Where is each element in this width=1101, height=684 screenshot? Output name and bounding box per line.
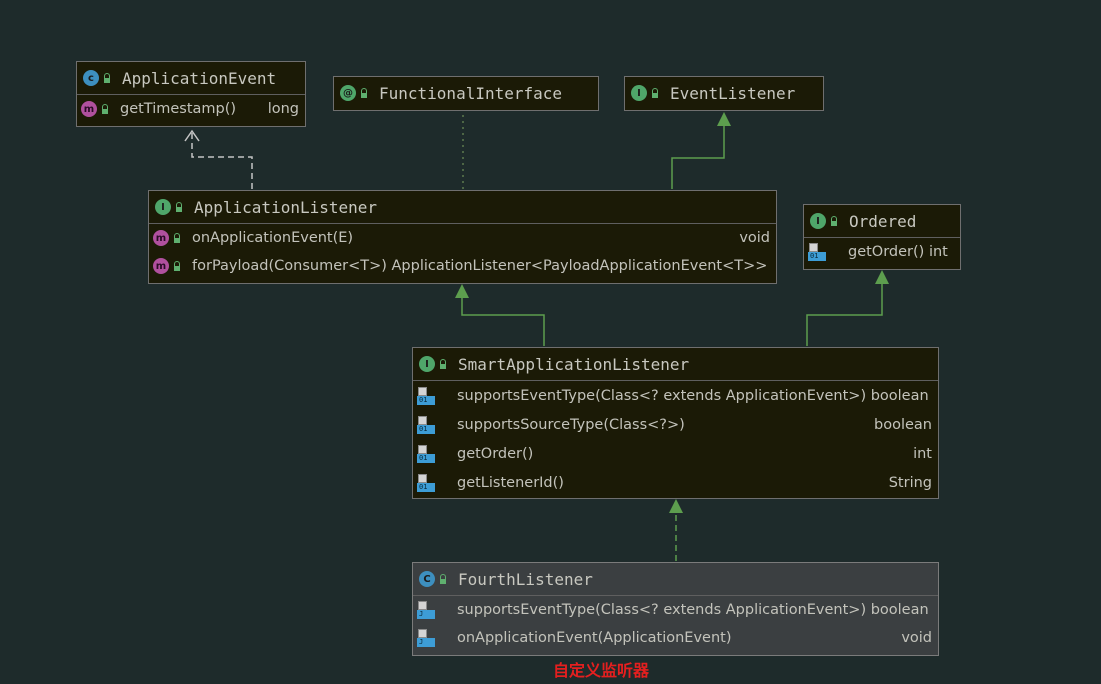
extends-arrowhead: [717, 112, 731, 126]
node-header: @ FunctionalInterface: [334, 77, 598, 109]
annotation-icon: @: [340, 85, 356, 101]
member-row[interactable]: 01 supportsEventType(Class<? extends App…: [413, 381, 938, 410]
lock-icon: [652, 87, 658, 98]
node-fourth-listener[interactable]: C FourthListener J supportsEventType(Cla…: [412, 562, 939, 656]
lock-icon: [174, 232, 180, 243]
lock-icon: [104, 72, 110, 83]
node-functional-interface[interactable]: @ FunctionalInterface: [333, 76, 599, 111]
node-title: Ordered: [849, 211, 917, 231]
interface-icon: I: [631, 85, 647, 101]
member-name: getTimestamp(): [120, 101, 237, 117]
member-name: supportsEventType(Class<? extends Applic…: [457, 602, 929, 618]
member-row[interactable]: 01 getOrder() int: [413, 439, 938, 468]
interface-icon: I: [155, 199, 171, 215]
implemented-method-icon: J: [417, 629, 435, 647]
node-title: EventListener: [670, 83, 796, 103]
method-icon: m: [153, 230, 169, 246]
member-row[interactable]: m forPayload(Consumer<T>) ApplicationLis…: [149, 252, 776, 280]
extends-arrowhead: [875, 270, 889, 284]
interface-icon: I: [810, 213, 826, 229]
lock-icon: [102, 103, 108, 114]
interface-icon: I: [419, 356, 435, 372]
node-application-listener[interactable]: I ApplicationListener m onApplicationEve…: [148, 190, 777, 284]
node-header: C FourthListener: [413, 563, 938, 596]
node-smart-application-listener[interactable]: I SmartApplicationListener 01 supportsEv…: [412, 347, 939, 499]
member-row[interactable]: 01 supportsSourceType(Class<?>) boolean: [413, 410, 938, 439]
implements-arrowhead: [669, 499, 683, 513]
class-icon: C: [419, 571, 435, 587]
abstract-method-icon: 01: [417, 473, 435, 492]
member-row[interactable]: 01 getListenerId() String: [413, 468, 938, 497]
member-name: getOrder(): [457, 445, 534, 462]
member-name: supportsSourceType(Class<?>): [457, 416, 685, 433]
member-type: void: [739, 230, 770, 246]
member-row[interactable]: m onApplicationEvent(E) void: [149, 224, 776, 252]
node-header: I EventListener: [625, 77, 823, 109]
lock-icon: [440, 573, 446, 584]
diagram-caption: 自定义监听器: [553, 661, 650, 680]
abstract-method-icon: 01: [417, 386, 435, 405]
member-name: onApplicationEvent(E): [192, 230, 354, 246]
lock-icon: [831, 215, 837, 226]
member-row[interactable]: J supportsEventType(Class<? extends Appl…: [413, 596, 938, 624]
extends-edge: [806, 284, 883, 346]
member-row[interactable]: J onApplicationEvent(ApplicationEvent) v…: [413, 624, 938, 652]
member-type: long: [267, 101, 299, 117]
method-icon: m: [81, 101, 97, 117]
member-type: void: [901, 630, 932, 646]
member-name: supportsEventType(Class<? extends Applic…: [457, 387, 929, 404]
node-header: c ApplicationEvent: [77, 62, 305, 95]
lock-icon: [176, 201, 182, 212]
extends-edge: [671, 126, 725, 189]
extends-arrowhead: [455, 284, 469, 298]
member-name: onApplicationEvent(ApplicationEvent): [457, 630, 732, 646]
node-header: I Ordered: [804, 205, 960, 238]
method-icon: m: [153, 258, 169, 274]
extends-edge: [461, 298, 545, 346]
node-ordered[interactable]: I Ordered 01 getOrder() int: [803, 204, 961, 270]
dependency-arrowhead: [184, 129, 200, 142]
dependency-edge: [191, 131, 253, 189]
node-application-event[interactable]: c ApplicationEvent m getTimestamp() long: [76, 61, 306, 127]
member-type: boolean: [874, 416, 932, 433]
node-event-listener[interactable]: I EventListener: [624, 76, 824, 111]
class-icon: c: [83, 70, 99, 86]
member-name: forPayload(Consumer<T>) ApplicationListe…: [192, 258, 768, 274]
abstract-method-icon: 01: [417, 415, 435, 434]
node-title: ApplicationListener: [194, 197, 378, 217]
lock-icon: [174, 260, 180, 271]
member-type: String: [888, 474, 932, 491]
node-title: FunctionalInterface: [379, 83, 563, 103]
node-title: FourthListener: [458, 569, 593, 589]
member-row[interactable]: m getTimestamp() long: [77, 95, 305, 123]
member-name: getListenerId(): [457, 474, 564, 491]
node-title: SmartApplicationListener: [458, 354, 690, 374]
member-name: getOrder() int: [848, 244, 948, 260]
abstract-method-icon: 01: [417, 444, 435, 463]
lock-icon: [440, 358, 446, 369]
node-header: I SmartApplicationListener: [413, 348, 938, 381]
node-header: I ApplicationListener: [149, 191, 776, 224]
member-type: int: [913, 445, 932, 462]
implemented-method-icon: J: [417, 601, 435, 619]
node-title: ApplicationEvent: [122, 68, 277, 88]
member-row[interactable]: 01 getOrder() int: [804, 238, 960, 266]
lock-icon: [361, 87, 367, 98]
abstract-method-icon: 01: [808, 243, 826, 261]
